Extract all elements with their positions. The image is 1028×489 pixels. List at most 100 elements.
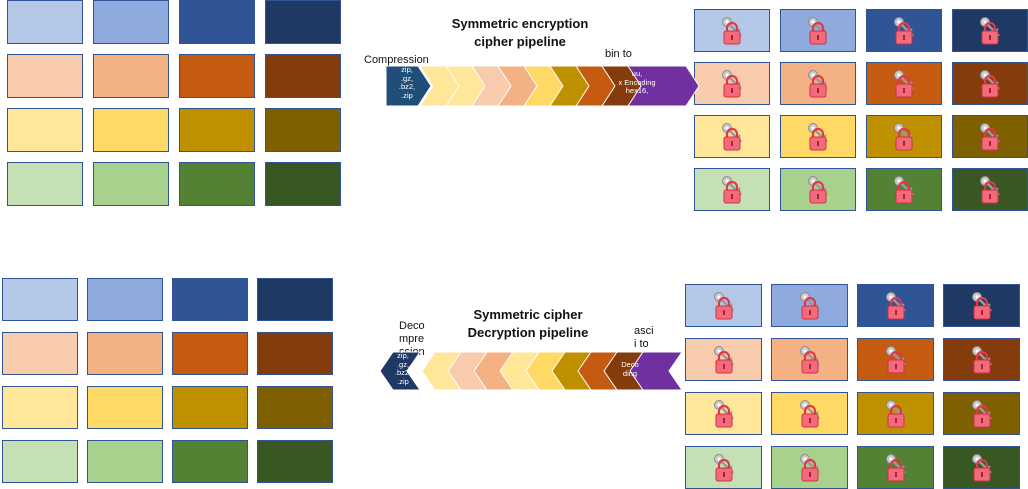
encrypted-block-tile xyxy=(943,284,1020,327)
padlock-with-key-icon xyxy=(804,69,832,99)
plain-block-tile xyxy=(7,108,83,152)
pipeline-start-block xyxy=(385,65,432,107)
encrypted-block-tile xyxy=(943,446,1020,489)
pipeline-end-chevron xyxy=(629,351,683,391)
encrypted-block-tile xyxy=(857,284,934,327)
plain-block-tile xyxy=(2,386,78,429)
encrypted-block-tile xyxy=(771,284,848,327)
padlock-with-key-icon xyxy=(882,291,910,321)
encrypted-block-tile xyxy=(771,392,848,435)
padlock-with-key-icon xyxy=(796,453,824,483)
padlock-with-key-icon xyxy=(718,122,746,152)
padlock-with-key-icon xyxy=(890,69,918,99)
encrypted-block-tile xyxy=(780,62,856,105)
padlock-with-key-icon xyxy=(976,122,1004,152)
encrypted-block-grid-bottom xyxy=(685,284,1020,489)
decryption-pipeline-chevrons xyxy=(379,351,683,391)
encrypted-block-tile xyxy=(952,62,1028,105)
encrypted-block-tile xyxy=(866,9,942,52)
plain-block-tile xyxy=(93,54,169,98)
padlock-with-key-icon xyxy=(804,175,832,205)
padlock-with-key-icon xyxy=(718,16,746,46)
encrypted-block-tile xyxy=(943,392,1020,435)
padlock-with-key-icon xyxy=(890,122,918,152)
padlock-with-key-icon xyxy=(890,175,918,205)
plain-block-tile xyxy=(257,278,333,321)
padlock-with-key-icon xyxy=(890,16,918,46)
plain-block-tile xyxy=(2,332,78,375)
encrypted-block-tile xyxy=(694,168,770,211)
encrypted-block-grid-top xyxy=(694,9,1028,211)
encoding-formats-text: uu, x Encoding hex16, xyxy=(618,69,656,95)
plain-block-tile xyxy=(2,440,78,483)
plain-block-tile xyxy=(87,386,163,429)
plain-block-tile xyxy=(93,162,169,206)
plain-block-tile xyxy=(7,54,83,98)
encrypted-block-tile xyxy=(952,115,1028,158)
plain-block-tile xyxy=(2,278,78,321)
plain-block-tile xyxy=(257,332,333,375)
plain-block-tile xyxy=(179,162,255,206)
padlock-with-key-icon xyxy=(796,291,824,321)
plain-block-tile xyxy=(87,332,163,375)
plain-block-tile xyxy=(265,54,341,98)
bin-to-label: bin to xyxy=(605,48,632,60)
padlock-with-key-icon xyxy=(718,69,746,99)
plain-block-tile xyxy=(93,108,169,152)
compression-formats-text: zip, .gz, .bz2, .zip xyxy=(398,65,416,100)
encrypted-block-tile xyxy=(857,446,934,489)
padlock-with-key-icon xyxy=(710,291,738,321)
padlock-with-key-icon xyxy=(968,399,996,429)
padlock-with-key-icon xyxy=(968,291,996,321)
plain-block-tile xyxy=(265,162,341,206)
plain-block-tile xyxy=(172,278,248,321)
padlock-with-key-icon xyxy=(882,453,910,483)
plain-block-tile xyxy=(172,386,248,429)
padlock-with-key-icon xyxy=(804,122,832,152)
plaintext-block-grid-top xyxy=(7,0,341,206)
plain-block-tile xyxy=(172,332,248,375)
plain-block-tile xyxy=(172,440,248,483)
padlock-with-key-icon xyxy=(710,453,738,483)
padlock-with-key-icon xyxy=(976,69,1004,99)
plain-block-tile xyxy=(179,0,255,44)
decrypted-block-grid-bottom xyxy=(2,278,333,483)
padlock-with-key-icon xyxy=(882,399,910,429)
encrypted-block-tile xyxy=(780,115,856,158)
padlock-with-key-icon xyxy=(718,175,746,205)
encrypted-block-tile xyxy=(771,338,848,381)
plain-block-tile xyxy=(93,0,169,44)
encrypted-block-tile xyxy=(866,62,942,105)
decoding-text: Deco ding xyxy=(621,360,639,378)
encrypted-block-tile xyxy=(857,338,934,381)
plain-block-tile xyxy=(87,440,163,483)
plain-block-tile xyxy=(265,0,341,44)
plain-block-tile xyxy=(265,108,341,152)
encrypted-block-tile xyxy=(952,9,1028,52)
plain-block-tile xyxy=(7,162,83,206)
encrypted-block-tile xyxy=(685,284,762,327)
pipeline-end-chevron xyxy=(627,65,700,107)
plain-block-tile xyxy=(257,440,333,483)
encrypted-block-tile xyxy=(685,392,762,435)
encrypted-block-tile xyxy=(780,9,856,52)
encrypted-block-tile xyxy=(857,392,934,435)
padlock-with-key-icon xyxy=(968,453,996,483)
encrypted-block-tile xyxy=(771,446,848,489)
plain-block-tile xyxy=(179,54,255,98)
encrypted-block-tile xyxy=(780,168,856,211)
plain-block-tile xyxy=(7,0,83,44)
encrypted-block-tile xyxy=(866,115,942,158)
padlock-with-key-icon xyxy=(710,399,738,429)
encrypted-block-tile xyxy=(943,338,1020,381)
encrypted-block-tile xyxy=(952,168,1028,211)
decryption-pipeline-title: Symmetric cipher Decryption pipeline xyxy=(467,307,589,340)
plain-block-tile xyxy=(257,386,333,429)
padlock-with-key-icon xyxy=(976,16,1004,46)
padlock-with-key-icon xyxy=(804,16,832,46)
plain-block-tile xyxy=(179,108,255,152)
compression-label: Compression xyxy=(364,54,429,66)
plain-block-tile xyxy=(87,278,163,321)
pipeline-start-chevron xyxy=(379,351,421,391)
padlock-with-key-icon xyxy=(976,175,1004,205)
